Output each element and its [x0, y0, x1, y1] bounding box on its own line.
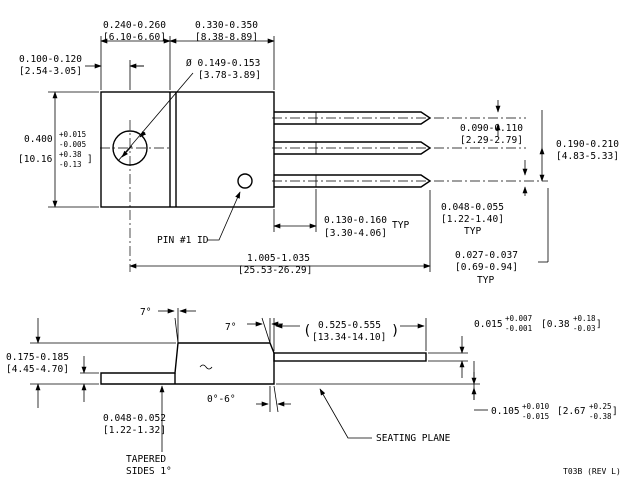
height-mm-plus: +0.38	[59, 150, 82, 159]
lead-thick-mm-text: [0.69-0.94]	[455, 262, 518, 273]
lead-shoulder-text: 0.048-0.055	[441, 202, 504, 213]
standoff-mm-plus: +0.25	[589, 402, 612, 411]
standoff-mm-minus: -0.38	[589, 412, 612, 421]
tab-thick-text: 0.048-0.052	[103, 413, 166, 424]
top-view	[100, 91, 548, 272]
height-mm-minus: -0.13	[59, 160, 82, 169]
lead-shoulder-typ: TYP	[464, 226, 481, 237]
hole-dia-text: Ø 0.149-0.153	[186, 58, 260, 69]
height-tol-plus: +0.015	[59, 130, 86, 139]
top-view-dimensions	[48, 36, 549, 272]
standoff-text: 0.105	[491, 406, 520, 417]
lead-t-mm-text: [0.38	[541, 319, 570, 330]
angle-left-text: 7°	[140, 307, 151, 318]
lead-width-text: 0.090-0.110	[460, 123, 523, 134]
lead-t-minus: -0.001	[505, 324, 532, 333]
lead-len-text: 0.525-0.555	[318, 320, 381, 331]
standoff-mm-close: ]	[612, 406, 618, 417]
overall-length-text: 1.005-1.035	[247, 253, 310, 264]
tab-width-mm-text: [6.10-6.60]	[103, 32, 166, 43]
tapered-text-2: SIDES 1°	[126, 466, 172, 477]
lead-t-plus: +0.007	[505, 314, 532, 323]
lead-t-mm-close: ]	[596, 319, 602, 330]
height-tol-minus: -0.005	[59, 140, 86, 149]
pin1-id-leader	[207, 191, 241, 241]
lead-t-text: 0.015	[474, 319, 503, 330]
lead-thick-text: 0.027-0.037	[455, 250, 518, 261]
tab-thick-mm-text: [1.22-1.32]	[103, 425, 166, 436]
height-mm-text: [10.16	[18, 154, 53, 165]
side-view-labels: 7° 7° ( 0.525-0.555 [13.34-14.10] ) 0.01…	[6, 307, 618, 477]
height-mm-close: ]	[87, 154, 93, 165]
seating-plane-text: SEATING PLANE	[376, 433, 451, 444]
lead-stub-mm-text: [3.30-4.06]	[324, 228, 387, 239]
hole-dia-mm-text: [3.78-3.89]	[198, 70, 261, 81]
package-body	[100, 91, 275, 208]
body-length-mm-text: [8.38-8.89]	[195, 32, 258, 43]
standoff-plus: +0.010	[522, 402, 550, 411]
lead-shoulder-mm-text: [1.22-1.40]	[441, 214, 504, 225]
top-view-labels: 0.240-0.260 [6.10-6.60] 0.330-0.350 [8.3…	[18, 20, 619, 286]
tapered-text-1: TAPERED	[126, 454, 166, 465]
lead-len-close: )	[391, 323, 399, 339]
side-view-dimensions	[30, 308, 488, 452]
draft-angle-text: 0°-6°	[207, 394, 236, 405]
body-length-text: 0.330-0.350	[195, 20, 258, 31]
side-view	[100, 342, 427, 385]
lead-t-mm-minus: -0.03	[573, 324, 596, 333]
body-height-mm-text: [4.45-4.70]	[6, 364, 69, 375]
pin1-id-text: PIN #1 ID	[157, 235, 209, 246]
lead-t-mm-plus: +0.18	[573, 314, 596, 323]
standoff-minus: -0.015	[522, 412, 549, 421]
lead-len-mm-text: [13.34-14.10]	[312, 332, 386, 343]
angle-right-text: 7°	[225, 322, 236, 333]
height-text: 0.400	[24, 134, 53, 145]
seating-plane-leader	[319, 388, 372, 439]
lead-stub-text: 0.130-0.160	[324, 215, 387, 226]
pin1-id-dot	[237, 173, 253, 189]
drawing-id-text: T03B (REV L)	[563, 467, 621, 476]
side-body-outline	[100, 342, 275, 385]
lead-len-open: (	[303, 323, 311, 339]
lead-pitch-mm-text: [4.83-5.33]	[556, 151, 619, 162]
body-height-text: 0.175-0.185	[6, 352, 69, 363]
lead-width-mm-text: [2.29-2.79]	[460, 135, 523, 146]
side-lead	[273, 352, 427, 362]
overall-length-mm-text: [25.53-26.29]	[238, 265, 312, 276]
hole-offset-mm-text: [2.54-3.05]	[19, 66, 82, 77]
lead-thick-typ: TYP	[477, 275, 494, 286]
tab-width-text: 0.240-0.260	[103, 20, 166, 31]
standoff-mm-text: [2.67	[557, 406, 586, 417]
lead-pitch-text: 0.190-0.210	[556, 139, 619, 150]
hole-dia-leader	[117, 72, 194, 162]
lead-stub-typ: TYP	[392, 220, 409, 231]
hole-offset-text: 0.100-0.120	[19, 54, 82, 65]
